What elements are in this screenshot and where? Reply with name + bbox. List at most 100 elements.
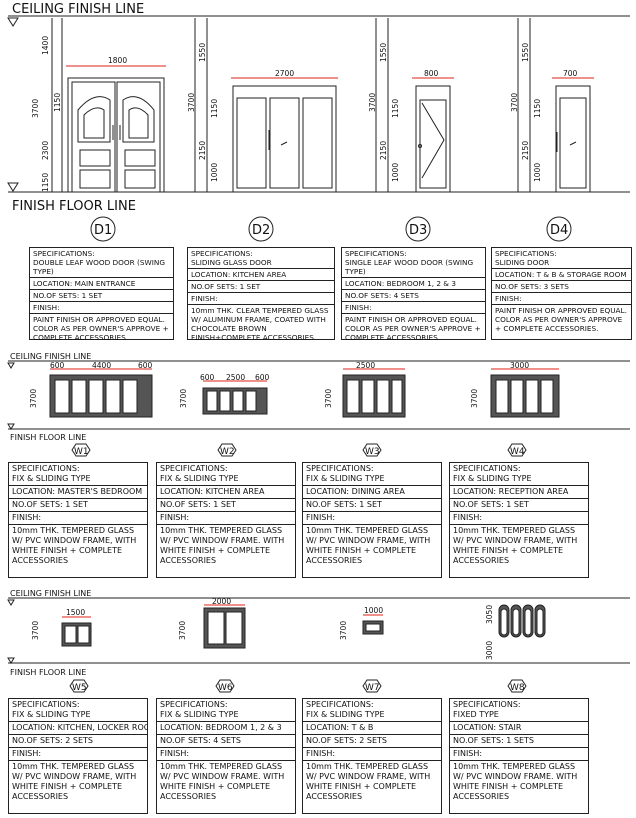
door-tag-d3-circle: [405, 216, 431, 242]
d1-mid-dim: 1150: [53, 93, 62, 112]
spec-header: SPECIFICATIONS:SINGLE LEAF WOOD DOOR (SW…: [342, 248, 485, 278]
d2-upper-dim: 1550: [198, 43, 207, 62]
door-elevations: CEILING FINISH LINE FINISH FLOOR LINE: [7, 2, 630, 242]
w3-total: 3700: [324, 389, 333, 408]
spec-header: SPECIFICATIONS:FIX & SLIDING TYPE: [9, 463, 147, 486]
door-tag-d2-circle: [248, 216, 274, 242]
spec-location: LOCATION: KITCHEN, LOCKER ROOM: [9, 722, 147, 735]
spec-sets: NO.OF SETS: 1 SET: [303, 499, 441, 512]
d2-lower-b-dim: 1000: [210, 163, 219, 182]
spec-header: SPECIFICATIONS:FIX & SLIDING TYPE: [9, 699, 147, 722]
window-spec-w3: SPECIFICATIONS:FIX & SLIDING TYPE LOCATI…: [302, 462, 442, 578]
spec-sets: NO.OF SETS: 1 SET: [30, 290, 173, 302]
spec-header: SPECIFICATIONS:FIX & SLIDING TYPE: [157, 699, 295, 722]
floor-marker-doors: [7, 182, 19, 192]
door-tag-d3: D3: [409, 223, 427, 238]
d1-lower-a-dim: 2300: [41, 141, 50, 160]
spec-location: LOCATION: MASTER'S BEDROOM: [9, 486, 147, 499]
spec-finish-label: FINISH:: [492, 293, 631, 305]
spec-location: LOCATION: MAIN ENTRANCE: [30, 278, 173, 290]
window-spec-w7: SPECIFICATIONS:FIX & SLIDING TYPE LOCATI…: [302, 698, 442, 814]
window-tag-w3-hex: [362, 443, 382, 457]
window-spec-w2: SPECIFICATIONS:FIX & SLIDING TYPE LOCATI…: [156, 462, 296, 578]
d3-lower-b-dim: 1000: [391, 163, 400, 182]
finish-floor-label-w2: FINISH FLOOR LINE: [10, 668, 86, 677]
door-spec-d2: SPECIFICATIONS:SLIDING GLASS DOOR LOCATI…: [187, 247, 335, 342]
spec-location: LOCATION: BEDROOM 1, 2 & 3: [342, 278, 485, 290]
spec-finish: 10mm THK. TEMPERED GLASS W/ PVC WINDOW F…: [306, 526, 431, 565]
spec-header: SPECIFICATIONS:FIX & SLIDING TYPE: [157, 463, 295, 486]
d2-total-dim: 3700: [187, 93, 196, 112]
spec-finish: PAINT FINISH OR APPROVED EQUAL. COLOR AS…: [33, 315, 169, 342]
w3-width: 2500: [356, 361, 375, 370]
window-w8-frame: [498, 604, 546, 638]
spec-finish-label: FINISH:: [9, 748, 147, 761]
d4-mid-dim: 1150: [533, 99, 542, 118]
spec-finish: 10mm THK. TEMPERED GLASS W/ PVC WINDOW F…: [453, 526, 578, 565]
spec-location: LOCATION: DINING AREA: [303, 486, 441, 499]
spec-finish-label: FINISH:: [157, 748, 295, 761]
spec-finish: 10mm THK. TEMPERED GLASS W/ PVC WINDOW F…: [12, 762, 137, 801]
spec-sets: NO.OF SETS: 1 SET: [157, 499, 295, 512]
spec-location: LOCATION: KITCHEN AREA: [157, 486, 295, 499]
door-spec-d1: SPECIFICATIONS:DOUBLE LEAF WOOD DOOR (SW…: [29, 247, 174, 342]
spec-header: SPECIFICATIONS:FIX & SLIDING TYPE: [303, 699, 441, 722]
spec-finish-label: FINISH:: [30, 302, 173, 314]
spec-location: LOCATION: KITCHEN AREA: [188, 269, 334, 281]
window-tag-w1-hex: [71, 443, 91, 457]
d4-width-dim: 700: [563, 69, 578, 78]
window-row1-elevations: CEILING FINISH LINE FINISH FLOOR LINE: [7, 352, 630, 457]
d1-width-dim: 1800: [108, 56, 127, 65]
w2-total: 3700: [179, 389, 188, 408]
d2-width-dim: 2700: [275, 69, 294, 78]
d3-mid-dim: 1150: [391, 99, 400, 118]
spec-location: LOCATION: T & B & STORAGE ROOM: [492, 269, 631, 281]
spec-sets: NO.OF SETS: 2 SETS: [9, 735, 147, 748]
d3-upper-dim: 1550: [379, 43, 388, 62]
ceiling-finish-label-w2: CEILING FINISH LINE: [10, 589, 91, 598]
w7-width: 1000: [364, 606, 383, 615]
window-row2-elevations: CEILING FINISH LINE FINISH FLOOR LINE: [7, 589, 630, 693]
w1-width-a: 600: [50, 361, 65, 370]
d1-total-dim: 3700: [31, 99, 40, 118]
spec-finish: 10mm THK. TEMPERED GLASS W/ PVC WINDOW F…: [160, 762, 285, 801]
spec-finish: 10mm THK. TEMPERED GLASS W/ PVC WINDOW F…: [12, 526, 137, 565]
door-tag-d2: D2: [252, 223, 270, 238]
d3-lower-a-dim: 2150: [379, 141, 388, 160]
spec-sets: NO.OF SETS: 2 SETS: [303, 735, 441, 748]
spec-sets: NO.OF SETS: 4 SETS: [342, 290, 485, 302]
door-tag-d1: D1: [94, 223, 112, 238]
window-tag-w6: W6: [218, 683, 233, 693]
d4-upper-dim: 1550: [521, 43, 530, 62]
w2-width-b: 2500: [226, 373, 245, 382]
spec-sets: NO.OF SETS: 1 SET: [188, 281, 334, 293]
window-tag-w6-hex: [215, 679, 235, 693]
window-spec-w8: SPECIFICATIONS:FIXED TYPE LOCATION: STAI…: [449, 698, 589, 814]
spec-finish: 10mm THK. TEMPERED GLASS W/ PVC WINDOW F…: [453, 762, 578, 801]
window-tag-w8: W8: [510, 683, 525, 693]
d1-upper-dim: 1400: [41, 36, 50, 55]
door-d4-elevation: [517, 18, 594, 193]
door-d2-elevation: [194, 18, 338, 193]
door-spec-d4: SPECIFICATIONS:SLIDING DOOR LOCATION: T …: [491, 247, 632, 340]
spec-finish: 10mm THK. TEMPERED GLASS W/ PVC WINDOW F…: [306, 762, 431, 801]
window-spec-w4: SPECIFICATIONS:FIX & SLIDING TYPE LOCATI…: [449, 462, 589, 578]
w4-total: 3700: [470, 389, 479, 408]
spec-finish-label: FINISH:: [9, 512, 147, 525]
door-d1-elevation: [51, 18, 166, 193]
w2-width-c: 600: [255, 373, 270, 382]
window-tag-w8-hex: [507, 679, 527, 693]
w5-total: 3700: [31, 621, 40, 640]
spec-finish: PAINT FINISH OR APPROVED EQUAL. COLOR AS…: [345, 315, 481, 342]
spec-header: SPECIFICATIONS:FIX & SLIDING TYPE: [303, 463, 441, 486]
spec-finish-label: FINISH:: [157, 512, 295, 525]
door-tag-d4-circle: [546, 216, 572, 242]
w6-total: 3700: [178, 621, 187, 640]
spec-finish: 10mm THK. CLEAR TEMPERED GLASS W/ ALUMIN…: [191, 306, 329, 342]
window-tag-w7: W7: [365, 683, 380, 693]
spec-finish-label: FINISH:: [342, 302, 485, 314]
w1-width-b: 4400: [92, 361, 111, 370]
d2-lower-a-dim: 2150: [198, 141, 207, 160]
window-tag-w3: W3: [365, 447, 380, 457]
